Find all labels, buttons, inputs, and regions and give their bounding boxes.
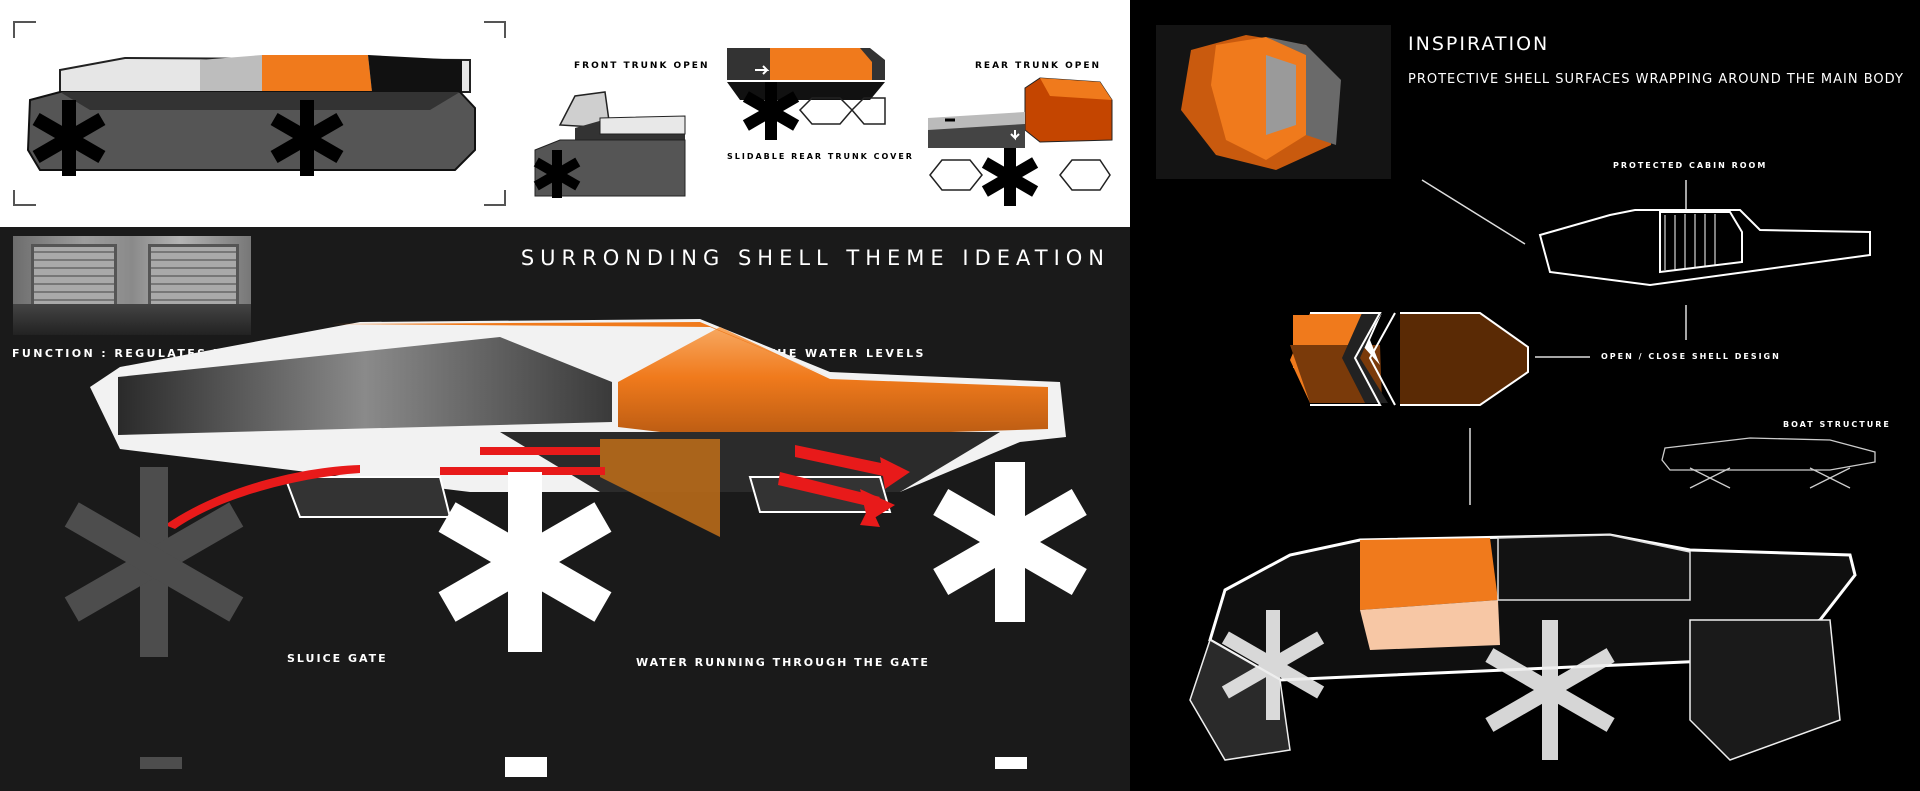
asterisk-wheel-icon-center bbox=[438, 472, 612, 777]
front-trunk-label: FRONT TRUNK OPEN bbox=[574, 61, 710, 71]
inspiration-photo bbox=[1156, 25, 1391, 179]
vehicle-shell-body bbox=[90, 319, 1066, 537]
vehicle-wireframe-render bbox=[1189, 533, 1857, 761]
vehicle-shell-rendering bbox=[64, 319, 1087, 777]
asterisk-wheel-icon-inspiration bbox=[1221, 610, 1615, 760]
frame-corner-brackets bbox=[13, 21, 506, 206]
rear-trunk-label: REAR TRUNK OPEN bbox=[975, 61, 1102, 71]
main-ideation-panel: SURRONDING SHELL THEME IDEATION FUNCTION… bbox=[0, 227, 1130, 791]
rear-trunk-open-sketch bbox=[928, 77, 1113, 206]
asterisk-wheel-icon bbox=[32, 100, 344, 176]
sluice-gate-photo bbox=[13, 236, 251, 335]
top-sketch-strip: FRONT TRUNK OPEN SLIDABLE REAR TRUNK COV… bbox=[0, 0, 1130, 227]
asterisk-wheel-icon-right bbox=[933, 462, 1087, 769]
top-sketches-art bbox=[13, 21, 1113, 206]
protected-cabin-sketch bbox=[1538, 209, 1871, 287]
front-trunk-open-sketch bbox=[533, 91, 686, 198]
boat-structure-sketch bbox=[1661, 437, 1876, 489]
vehicle-side-sketch-large bbox=[26, 55, 476, 171]
slidable-rear-trunk-label: SLIDABLE REAR TRUNK COVER bbox=[727, 152, 914, 161]
open-close-shell-label: OPEN / CLOSE SHELL DESIGN bbox=[1601, 352, 1781, 361]
sluice-gate-label: SLUICE GATE bbox=[287, 652, 388, 665]
boat-structure-label: BOAT STRUCTURE bbox=[1783, 420, 1891, 429]
leader-lines bbox=[1421, 179, 1687, 505]
protected-cabin-label: PROTECTED CABIN ROOM bbox=[1613, 161, 1768, 170]
inspiration-panel: INSPIRATION PROTECTIVE SHELL SURFACES WR… bbox=[1130, 0, 1920, 791]
inspiration-sketches bbox=[1189, 179, 1876, 761]
inspiration-title: INSPIRATION bbox=[1408, 33, 1550, 55]
ideation-title: SURRONDING SHELL THEME IDEATION bbox=[520, 246, 1110, 270]
inspiration-subtitle: PROTECTIVE SHELL SURFACES WRAPPING AROUN… bbox=[1408, 72, 1904, 87]
open-close-shell-sketch bbox=[1290, 312, 1529, 406]
slidable-rear-trunk-sketch bbox=[727, 48, 886, 140]
water-flow-label: WATER RUNNING THROUGH THE GATE bbox=[636, 656, 930, 669]
asterisk-wheel-icon-dark bbox=[64, 467, 244, 769]
water-flow-arrows bbox=[165, 445, 910, 529]
